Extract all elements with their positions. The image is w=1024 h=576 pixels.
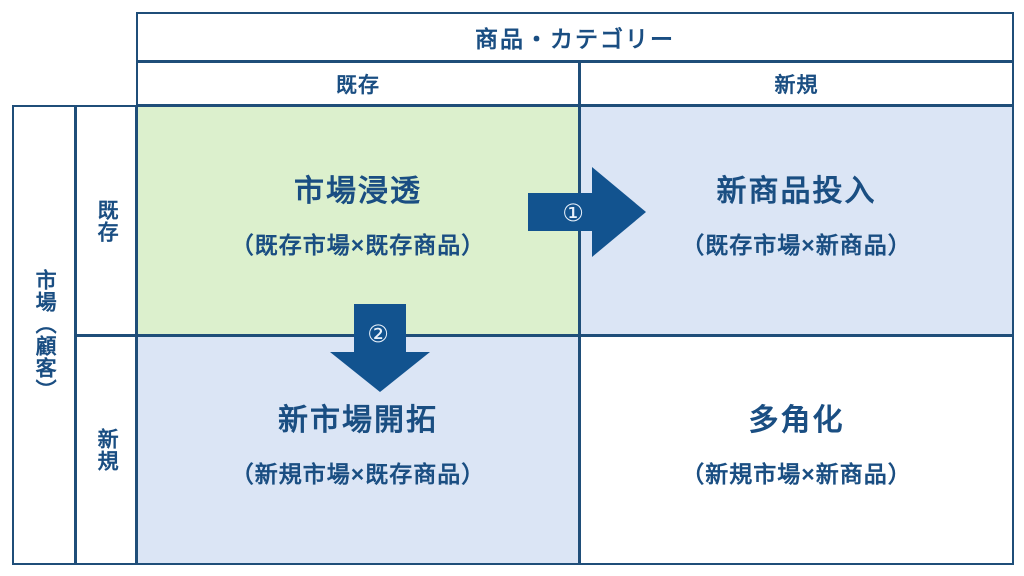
quadrant-market-development: 新市場開拓 （新規市場×既存商品） (136, 335, 580, 565)
column-header-new: 新規 (579, 61, 1014, 106)
quadrant-market-penetration-title: 市場浸透 (294, 174, 422, 208)
quadrant-product-development: 新商品投入 （既存市場×新商品） (579, 105, 1014, 336)
quadrant-diversification-title: 多角化 (748, 404, 845, 437)
quadrant-market-penetration: 市場浸透 （既存市場×既存商品） (136, 105, 580, 336)
row-header-existing: 既存 (75, 105, 137, 336)
quadrant-diversification: 多角化 （新規市場×新商品） (579, 335, 1014, 565)
quadrant-market-development-subtitle: （新規市場×既存商品） (230, 461, 486, 487)
row-axis-title: 市場（顧客） (12, 105, 76, 565)
column-axis-title-label: 商品・カテゴリー (475, 26, 675, 52)
row-header-new: 新規 (75, 335, 137, 565)
column-header-existing: 既存 (136, 61, 580, 106)
row-axis-title-label: 市場（顧客） (33, 269, 57, 401)
column-header-existing-label: 既存 (336, 73, 380, 97)
quadrant-market-development-title: 新市場開拓 (278, 404, 438, 437)
column-header-new-label: 新規 (774, 73, 819, 97)
column-axis-title: 商品・カテゴリー (136, 12, 1014, 62)
quadrant-diversification-subtitle: （新規市場×新商品） (681, 461, 912, 487)
quadrant-market-penetration-subtitle: （既存市場×既存商品） (230, 231, 486, 258)
quadrant-product-development-subtitle: （既存市場×新商品） (681, 231, 912, 258)
quadrant-product-development-title: 新商品投入 (716, 174, 877, 208)
row-header-existing-label: 既存 (95, 198, 119, 243)
row-header-new-label: 新規 (95, 428, 119, 472)
